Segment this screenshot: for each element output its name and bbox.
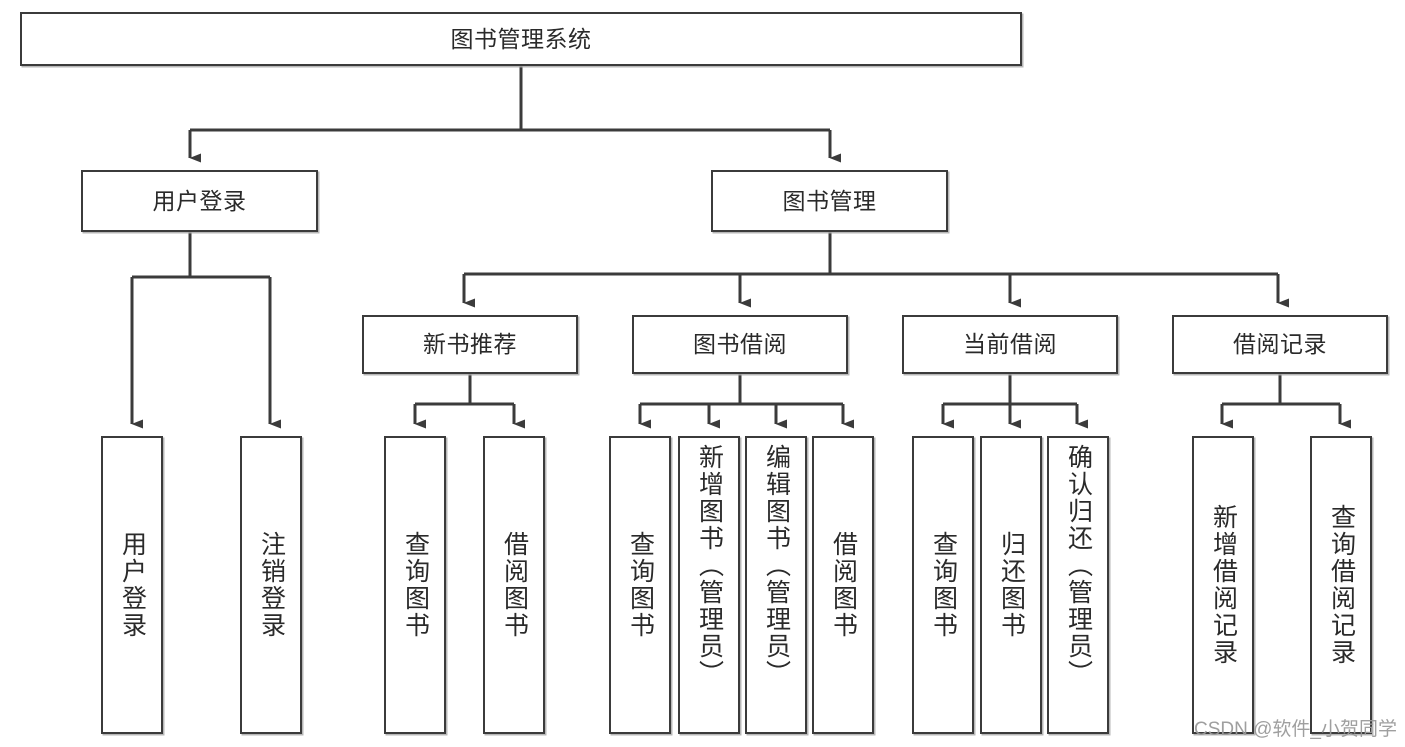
watermark-text: CSDN @软件_小贺同学 — [1194, 719, 1397, 740]
node-leaf-query-book-3-label: 查询图书 — [929, 531, 958, 639]
node-current-borrow[interactable]: 当前借阅 — [902, 315, 1118, 374]
node-user-login-label: 用户登录 — [152, 187, 247, 214]
node-leaf-logout-login-label: 注销登录 — [257, 531, 286, 639]
node-leaf-return-book-label: 归还图书 — [997, 531, 1026, 639]
node-leaf-add-book-label: 新增图书（管理员） — [695, 444, 724, 687]
node-leaf-confirm-return[interactable]: 确认归还（管理员） — [1047, 436, 1109, 734]
node-leaf-add-book[interactable]: 新增图书（管理员） — [678, 436, 740, 734]
node-leaf-query-book-1[interactable]: 查询图书 — [384, 436, 446, 734]
node-leaf-user-login[interactable]: 用户登录 — [101, 436, 163, 734]
node-book-borrow-label: 图书借阅 — [693, 331, 787, 358]
node-leaf-confirm-return-label: 确认归还（管理员） — [1064, 444, 1093, 687]
node-user-login[interactable]: 用户登录 — [81, 170, 318, 232]
node-leaf-borrow-book-1-label: 借阅图书 — [500, 531, 529, 639]
node-leaf-edit-book-label: 编辑图书（管理员） — [762, 444, 791, 687]
node-leaf-query-book-2-label: 查询图书 — [626, 531, 655, 639]
node-leaf-add-record[interactable]: 新增借阅记录 — [1192, 436, 1254, 734]
node-leaf-query-book-2[interactable]: 查询图书 — [609, 436, 671, 734]
node-leaf-edit-book[interactable]: 编辑图书（管理员） — [745, 436, 807, 734]
node-leaf-query-record-label: 查询借阅记录 — [1327, 504, 1356, 666]
node-book-management-label: 图书管理 — [782, 187, 877, 214]
node-borrow-record-label: 借阅记录 — [1233, 331, 1327, 358]
node-leaf-query-record[interactable]: 查询借阅记录 — [1310, 436, 1372, 734]
node-book-borrow[interactable]: 图书借阅 — [632, 315, 848, 374]
node-new-book-recommend[interactable]: 新书推荐 — [362, 315, 578, 374]
node-leaf-query-book-1-label: 查询图书 — [401, 531, 430, 639]
node-current-borrow-label: 当前借阅 — [963, 331, 1057, 358]
node-leaf-borrow-book-2[interactable]: 借阅图书 — [812, 436, 874, 734]
node-leaf-add-record-label: 新增借阅记录 — [1209, 504, 1238, 666]
node-book-management[interactable]: 图书管理 — [711, 170, 948, 232]
node-new-book-recommend-label: 新书推荐 — [423, 331, 517, 358]
node-borrow-record[interactable]: 借阅记录 — [1172, 315, 1388, 374]
node-leaf-return-book[interactable]: 归还图书 — [980, 436, 1042, 734]
node-leaf-query-book-3[interactable]: 查询图书 — [912, 436, 974, 734]
node-leaf-borrow-book-2-label: 借阅图书 — [829, 531, 858, 639]
node-leaf-user-login-label: 用户登录 — [118, 531, 147, 639]
node-leaf-borrow-book-1[interactable]: 借阅图书 — [483, 436, 545, 734]
node-root-label: 图书管理系统 — [450, 25, 592, 52]
node-root[interactable]: 图书管理系统 — [20, 12, 1022, 66]
node-leaf-logout-login[interactable]: 注销登录 — [240, 436, 302, 734]
